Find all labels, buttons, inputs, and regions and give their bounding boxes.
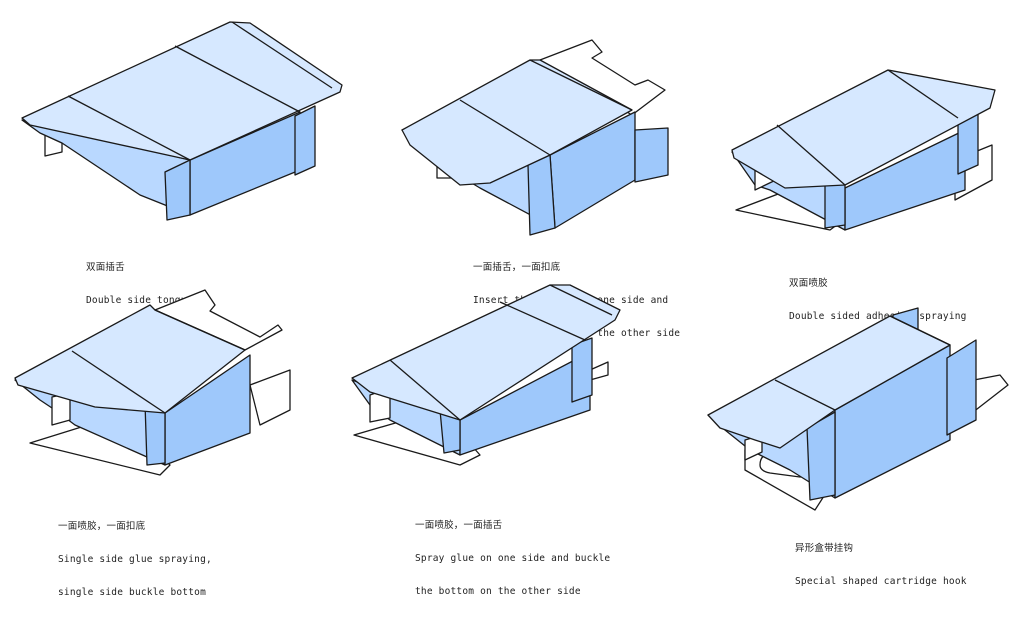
side-flap [946, 339, 977, 436]
box-illustration [14, 289, 291, 476]
side-flap [294, 105, 316, 176]
caption-zh: 一面插舌，一面扣底 [473, 262, 561, 273]
caption: 一面喷胶，一面扣底 Single side glue spraying, sin… [58, 499, 212, 620]
top-tongue-flap [539, 39, 666, 116]
caption-en-line-1: Double side tongue [86, 295, 193, 306]
box-illustration [707, 307, 1009, 511]
back-flap [589, 361, 609, 381]
caption-zh: 一面喷胶，一面扣底 [58, 521, 146, 532]
caption-en-line-2: the bottom on the other side [415, 586, 581, 597]
caption-en-line-1: Spray glue on one side and buckle [415, 553, 611, 564]
caption-zh: 异形盒带挂钩 [795, 543, 854, 554]
top-face [14, 304, 246, 414]
box-illustration [731, 69, 996, 231]
box-diagram-tongue-and-buckle: 一面插舌，一面扣底 Insert the tongue on one side … [380, 0, 700, 339]
top-tongue-flap [154, 289, 283, 351]
caption: 双面插舌 Double side tongue [86, 240, 193, 328]
caption-zh: 双面插舌 [86, 262, 125, 273]
caption-en-line-1: Single side glue spraying, [58, 554, 212, 565]
caption-en-line-1: Special shaped cartridge hook [795, 576, 967, 587]
box-illustration [401, 39, 669, 236]
caption: 一面喷胶，一面插舌 Spray glue on one side and buc… [415, 498, 610, 619]
caption-en-line-2: single side buckle bottom [58, 587, 206, 598]
caption: 异形盒带挂钩 Special shaped cartridge hook [795, 521, 967, 609]
caption-zh: 一面喷胶，一面插舌 [415, 520, 503, 531]
side-flap [571, 337, 593, 403]
side-flap [634, 127, 669, 183]
box-diagram-special-hook: 异形盒带挂钩 Special shaped cartridge hook [700, 300, 1030, 587]
caption-zh: 双面喷胶 [789, 278, 828, 289]
box-diagram-glue-and-buckle: 一面喷胶，一面扣底 Single side glue spraying, sin… [0, 285, 310, 598]
top-face [731, 69, 996, 189]
box-illustration [351, 284, 621, 466]
box-diagram-double-side-tongue: 双面插舌 Double side tongue [0, 0, 350, 306]
back-flap [249, 369, 291, 426]
box-diagram-double-adhesive: 双面喷胶 Double sided adhesive spraying [720, 40, 1030, 322]
front-end-flap [527, 154, 556, 236]
box-illustration [21, 21, 343, 221]
front-end-flap [164, 159, 191, 221]
front-end-flap [806, 411, 836, 501]
box-diagram-glue-and-tongue: 一面喷胶，一面插舌 Spray glue on one side and buc… [340, 280, 670, 597]
top-face [351, 284, 621, 421]
